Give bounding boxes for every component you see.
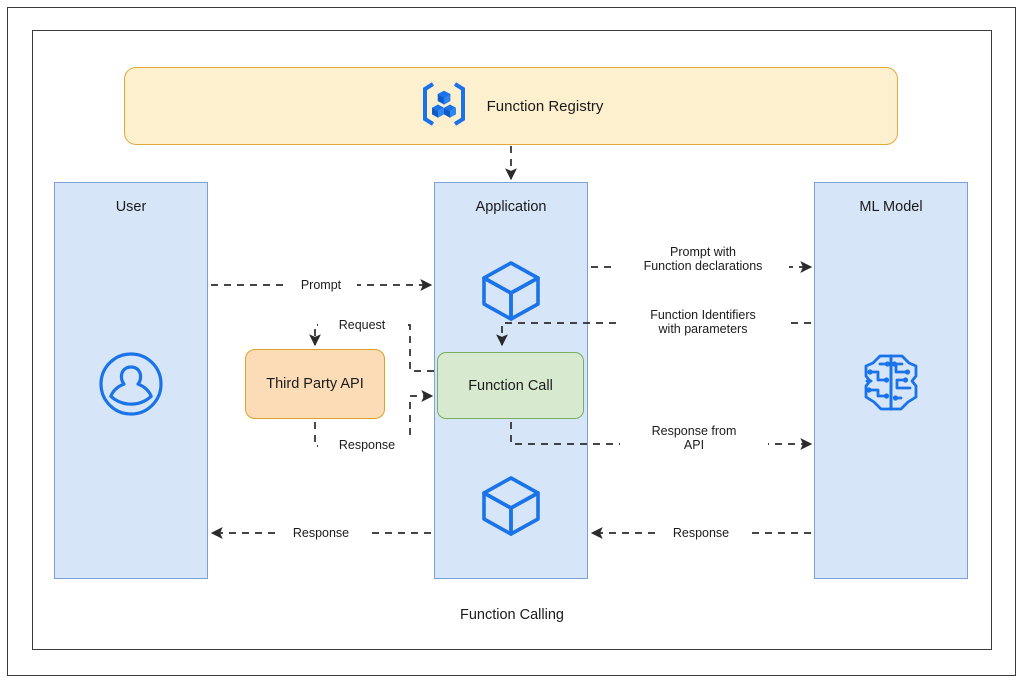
edge-label-response-to-user: Response	[276, 526, 366, 540]
ml-model-column-title: ML Model	[859, 199, 923, 215]
edge-label-response-to-app: Response	[656, 526, 746, 540]
cube-icon-secondary	[478, 473, 544, 544]
function-registry-box[interactable]: Function Registry	[124, 67, 898, 145]
user-avatar-icon	[97, 350, 165, 423]
function-registry-label: Function Registry	[486, 97, 604, 115]
edge-label-response-from-api-node: Response	[318, 438, 416, 452]
application-column-title: Application	[475, 199, 547, 215]
third-party-api-node[interactable]: Third Party API	[245, 349, 385, 419]
function-call-node[interactable]: Function Call	[437, 352, 584, 419]
edge-label-prompt-with-function-declarations: Prompt with Function declarations	[617, 245, 789, 273]
user-column[interactable]: User	[54, 182, 208, 579]
edge-label-response-from-api: Response from API	[620, 424, 768, 452]
brain-circuit-icon	[858, 350, 924, 421]
ml-model-column[interactable]: ML Model	[814, 182, 968, 579]
edge-label-request: Request	[318, 318, 406, 332]
function-registry-icon	[419, 79, 469, 134]
cube-icon	[478, 258, 544, 329]
diagram-caption: Function Calling	[460, 607, 564, 623]
user-column-title: User	[115, 199, 147, 215]
edge-label-function-identifiers-with-parameters: Function Identifiers with parameters	[617, 308, 789, 336]
edge-label-prompt: Prompt	[285, 278, 357, 292]
